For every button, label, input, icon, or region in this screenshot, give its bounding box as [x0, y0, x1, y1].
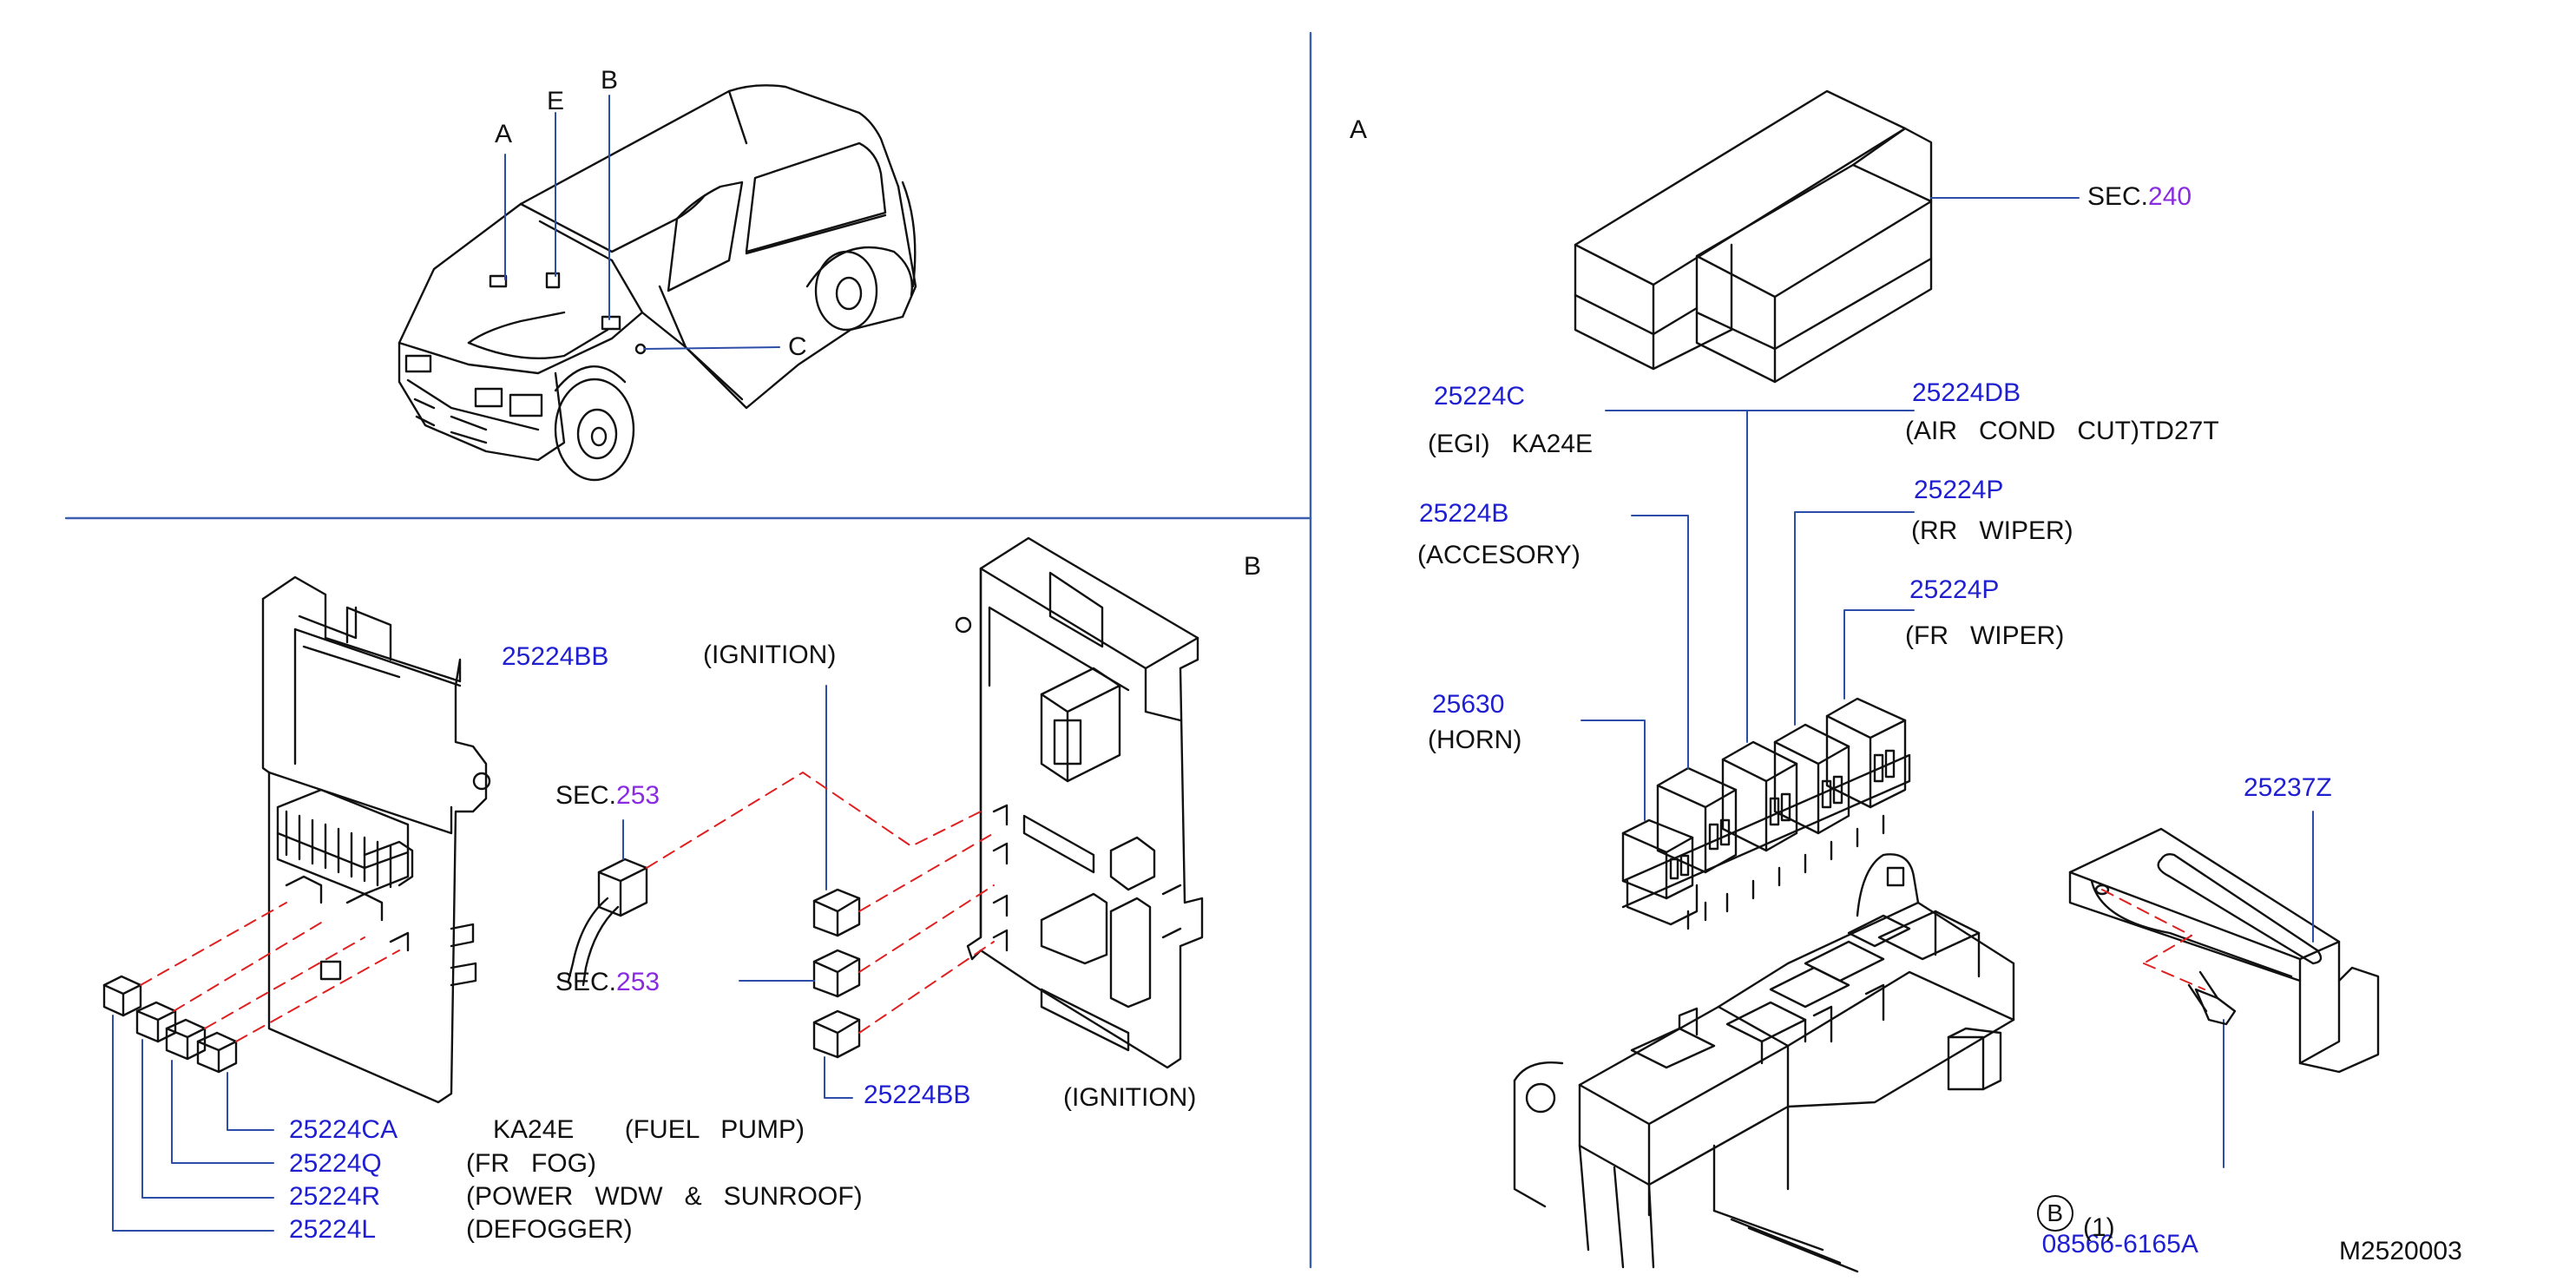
callout-line-25224l — [112, 1015, 274, 1232]
relay-box-base — [1513, 853, 2015, 1273]
part-08566-6165a[interactable]: 08566-6165A — [2041, 1230, 2198, 1258]
part-25224ca-desc: KA24E (FUEL PUMP) — [493, 1115, 805, 1144]
part-25224p-fr[interactable]: 25224P — [1909, 575, 2000, 604]
sec-253-link-a[interactable]: 253 — [616, 781, 660, 810]
small-relays-left — [102, 975, 238, 1074]
center-relays — [812, 888, 861, 1059]
relay-box-cover — [1574, 89, 1933, 384]
dash-l3 — [204, 936, 365, 1029]
callout-line-25224p-fr — [1843, 609, 1915, 700]
sec-253-label-b: SEC.253 — [555, 968, 660, 996]
panel-label-b: B — [1244, 552, 1262, 581]
bolt-qty: (1) — [2083, 1213, 2115, 1242]
sec-253-link-b[interactable]: 253 — [616, 968, 660, 996]
part-25224p-rr[interactable]: 25224P — [1914, 476, 2004, 504]
dash-l4 — [235, 950, 400, 1042]
dash-sec253-route — [646, 772, 982, 869]
callout-line-25224p-rr — [1794, 511, 1915, 726]
callout-line-25224bb-bot — [824, 1056, 853, 1099]
part-25630-desc: (HORN) — [1428, 726, 1522, 754]
part-25630[interactable]: 25630 — [1432, 690, 1505, 719]
part-25224l-desc: (DEFOGGER) — [466, 1215, 633, 1244]
part-25224c-desc: (EGI) KA24E — [1428, 430, 1594, 458]
view-label-e: E — [547, 87, 565, 115]
dash-bolt-2 — [2143, 963, 2205, 990]
part-25224p-fr-desc: (FR WIPER) — [1905, 621, 2065, 650]
relay-row — [1621, 697, 1911, 930]
part-25224bb-top[interactable]: 25224BB — [502, 642, 609, 671]
fuse-block-right — [955, 536, 1204, 1069]
callout-line-25224q — [171, 1060, 274, 1164]
ignition-bottom-label: (IGNITION) — [1063, 1083, 1197, 1112]
dash-l1 — [140, 902, 287, 986]
dash-r3 — [858, 941, 995, 1034]
part-25224db[interactable]: 25224DB — [1912, 378, 2021, 407]
dash-bolt-1 — [2101, 889, 2192, 936]
callout-line-25224r — [141, 1039, 274, 1199]
part-25237z[interactable]: 25237Z — [2244, 773, 2332, 802]
part-25224r[interactable]: 25224R — [289, 1182, 381, 1211]
diagram-id: M2520003 — [2339, 1237, 2462, 1265]
sec-240-link[interactable]: 240 — [2148, 182, 2192, 211]
view-label-b: B — [601, 66, 619, 95]
view-label-a: A — [495, 120, 513, 148]
sec-240-label: SEC.240 — [2087, 182, 2192, 211]
sec-253-label-a: SEC.253 — [555, 781, 660, 810]
bolt-callout-circle: B — [2036, 1195, 2073, 1232]
part-25224q[interactable]: 25224Q — [289, 1149, 382, 1178]
dash-l2 — [173, 919, 326, 1012]
dash-bolt-3 — [2143, 935, 2192, 964]
ignition-top-label: (IGNITION) — [703, 641, 837, 669]
part-25224ca[interactable]: 25224CA — [289, 1115, 398, 1144]
part-25224r-desc: (POWER WDW & SUNROOF) — [466, 1182, 863, 1211]
part-25224c[interactable]: 25224C — [1434, 382, 1526, 411]
vehicle-illustration — [398, 84, 917, 482]
callout-line-25630 — [1580, 720, 1646, 821]
part-25224bb-bottom[interactable]: 25224BB — [864, 1081, 971, 1109]
bolt-label: B 08566-6165A — [2022, 1169, 2198, 1258]
part-25224q-desc: (FR FOG) — [466, 1149, 596, 1178]
callout-line-25224ca — [227, 1072, 274, 1131]
connector-sec253 — [567, 858, 648, 987]
view-label-c: C — [788, 332, 807, 361]
dash-r2 — [858, 884, 995, 973]
callout-line-c — [643, 346, 780, 350]
part-25224p-rr-desc: (RR WIPER) — [1911, 516, 2073, 545]
bracket-25237z — [2068, 827, 2380, 1074]
panel-label-a: A — [1350, 115, 1368, 144]
callout-line-25224b — [1631, 515, 1689, 769]
bolt-08566-6165a — [2187, 970, 2237, 1026]
part-25224b[interactable]: 25224B — [1419, 499, 1509, 528]
part-25224b-desc: (ACCESORY) — [1417, 541, 1580, 569]
part-25224db-desc: (AIR COND CUT)TD27T — [1905, 417, 2219, 445]
dash-r1 — [858, 832, 995, 912]
part-25224l[interactable]: 25224L — [289, 1215, 377, 1244]
fuse-block-left — [261, 575, 491, 1104]
